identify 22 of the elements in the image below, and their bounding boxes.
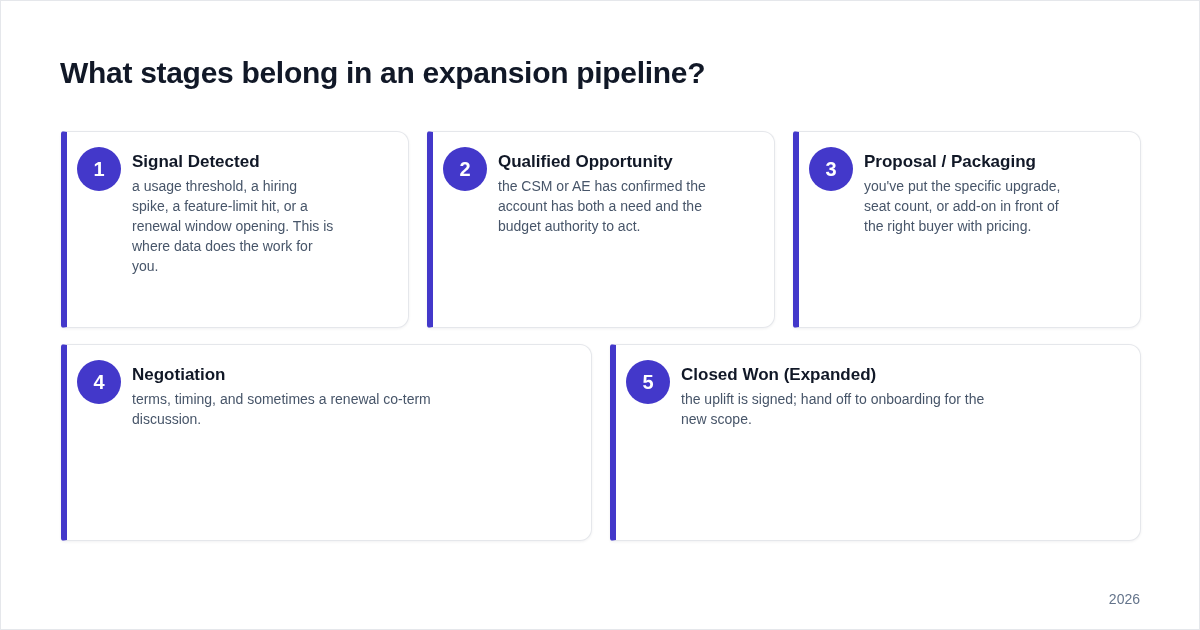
step-number: 3 <box>809 147 853 191</box>
step-number: 1 <box>77 147 121 191</box>
stage-card <box>793 131 1141 328</box>
stage-heading: Negotiation <box>132 364 226 386</box>
stage-description: terms, timing, and sometimes a renewal co-term discussion. <box>132 390 432 429</box>
stage-heading: Proposal / Packaging <box>864 151 1036 173</box>
stage-heading: Closed Won (Expanded) <box>681 364 877 386</box>
step-number: 2 <box>443 147 487 191</box>
stage-description: you've put the specific upgrade, seat count, or add-on in front of the right buyer with pricing. <box>864 177 1062 236</box>
step-number: 4 <box>77 360 121 404</box>
stage-description: a usage threshold, a hiring spike, a feature-limit hit, or a renewal window opening. This is where data does the work for you. <box>132 177 335 276</box>
step-number: 5 <box>626 360 670 404</box>
year-label: 2026 <box>1108 591 1140 607</box>
page-title: What stages belong in an expansion pipeline? <box>60 56 706 90</box>
stage-description: the uplift is signed; hand off to onboarding for the new scope. <box>681 390 986 429</box>
stage-card <box>610 344 1141 541</box>
stage-description: the CSM or AE has confirmed the account has both a need and the budget authority to act. <box>498 177 707 236</box>
stage-heading: Signal Detected <box>132 151 260 173</box>
stage-card <box>61 344 592 541</box>
stage-card <box>427 131 775 328</box>
stage-heading: Qualified Opportunity <box>498 151 673 173</box>
stage-card <box>61 131 409 328</box>
